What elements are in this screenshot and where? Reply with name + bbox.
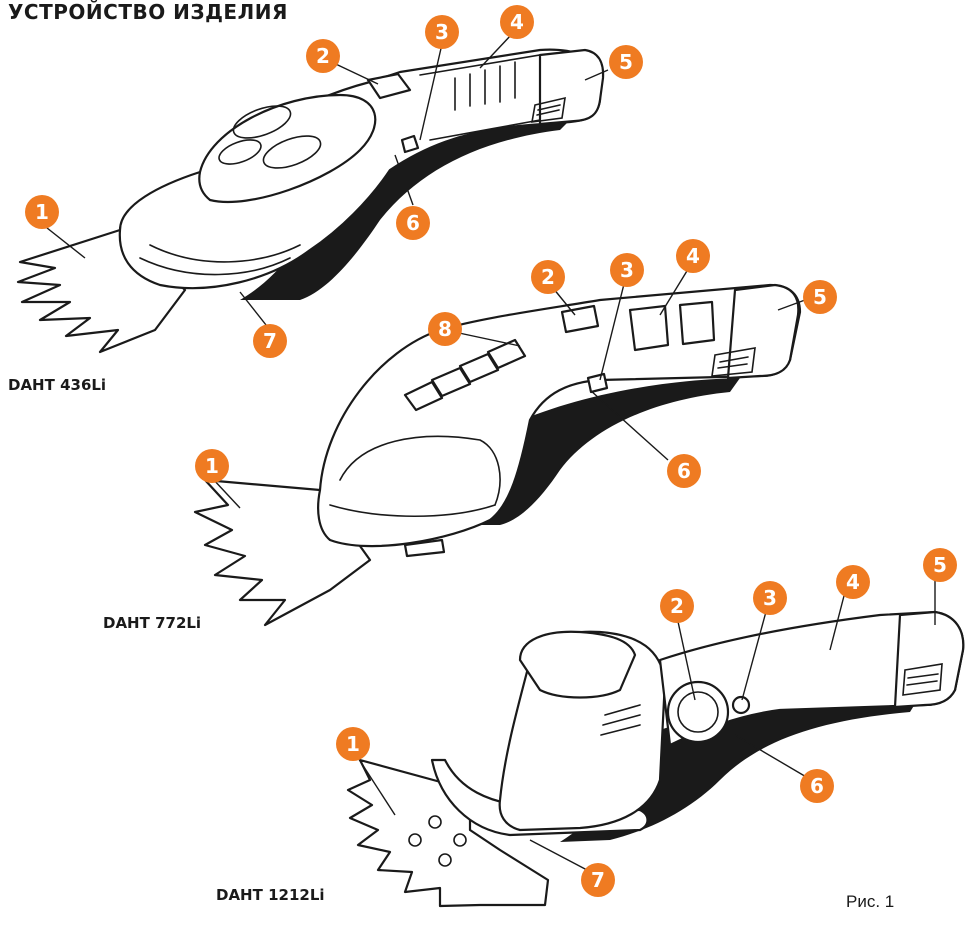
svg-text:7: 7 <box>591 868 605 892</box>
callout-badge: 3 <box>610 253 644 287</box>
battery-2 <box>728 285 798 378</box>
dial-3 <box>668 682 728 742</box>
svg-text:5: 5 <box>813 285 827 309</box>
svg-text:1: 1 <box>35 200 49 224</box>
svg-text:6: 6 <box>677 459 691 483</box>
model-label-daht-436li: DAHT 436Li <box>8 376 106 394</box>
callout-badge: 6 <box>800 769 834 803</box>
svg-text:2: 2 <box>541 265 555 289</box>
svg-text:3: 3 <box>620 258 634 282</box>
svg-text:1: 1 <box>205 454 219 478</box>
tool-daht-436li <box>18 50 603 352</box>
svg-text:3: 3 <box>763 586 777 610</box>
svg-text:2: 2 <box>316 44 330 68</box>
callout-badge: 5 <box>803 280 837 314</box>
svg-text:6: 6 <box>406 211 420 235</box>
svg-text:6: 6 <box>810 774 824 798</box>
callout-badge: 1 <box>195 449 229 483</box>
callout-badge: 1 <box>336 727 370 761</box>
callout-badge: 5 <box>923 548 957 582</box>
svg-text:7: 7 <box>263 329 277 353</box>
callout-badge: 1 <box>25 195 59 229</box>
callout-badge: 4 <box>836 565 870 599</box>
callout-badge: 2 <box>531 260 565 294</box>
svg-text:2: 2 <box>670 594 684 618</box>
svg-text:1: 1 <box>346 732 360 756</box>
callout-badge: 6 <box>667 454 701 488</box>
callout-badge: 3 <box>425 15 459 49</box>
svg-text:5: 5 <box>933 553 947 577</box>
svg-text:4: 4 <box>846 570 860 594</box>
callout-badge: 2 <box>306 39 340 73</box>
svg-text:4: 4 <box>686 244 700 268</box>
switch-2-b <box>562 306 598 332</box>
callout-badge: 8 <box>428 312 462 346</box>
callout-badge: 4 <box>676 239 710 273</box>
body-1 <box>120 50 600 288</box>
svg-text:8: 8 <box>438 317 452 341</box>
callout-badge: 7 <box>253 324 287 358</box>
callout-badge: 3 <box>753 581 787 615</box>
callout-badge: 6 <box>396 206 430 240</box>
callout-badge: 2 <box>660 589 694 623</box>
svg-text:5: 5 <box>619 50 633 74</box>
callout-badge: 7 <box>581 863 615 897</box>
callout-badge: 5 <box>609 45 643 79</box>
battery-3 <box>895 612 963 707</box>
tool-daht-1212li <box>348 612 963 906</box>
svg-text:3: 3 <box>435 20 449 44</box>
callout-badge: 4 <box>500 5 534 39</box>
model-label-daht-1212li: DAHT 1212Li <box>216 886 325 904</box>
svg-text:4: 4 <box>510 10 524 34</box>
figure-caption: Рис. 1 <box>846 892 894 912</box>
model-label-daht-772li: DAHT 772Li <box>103 614 201 632</box>
